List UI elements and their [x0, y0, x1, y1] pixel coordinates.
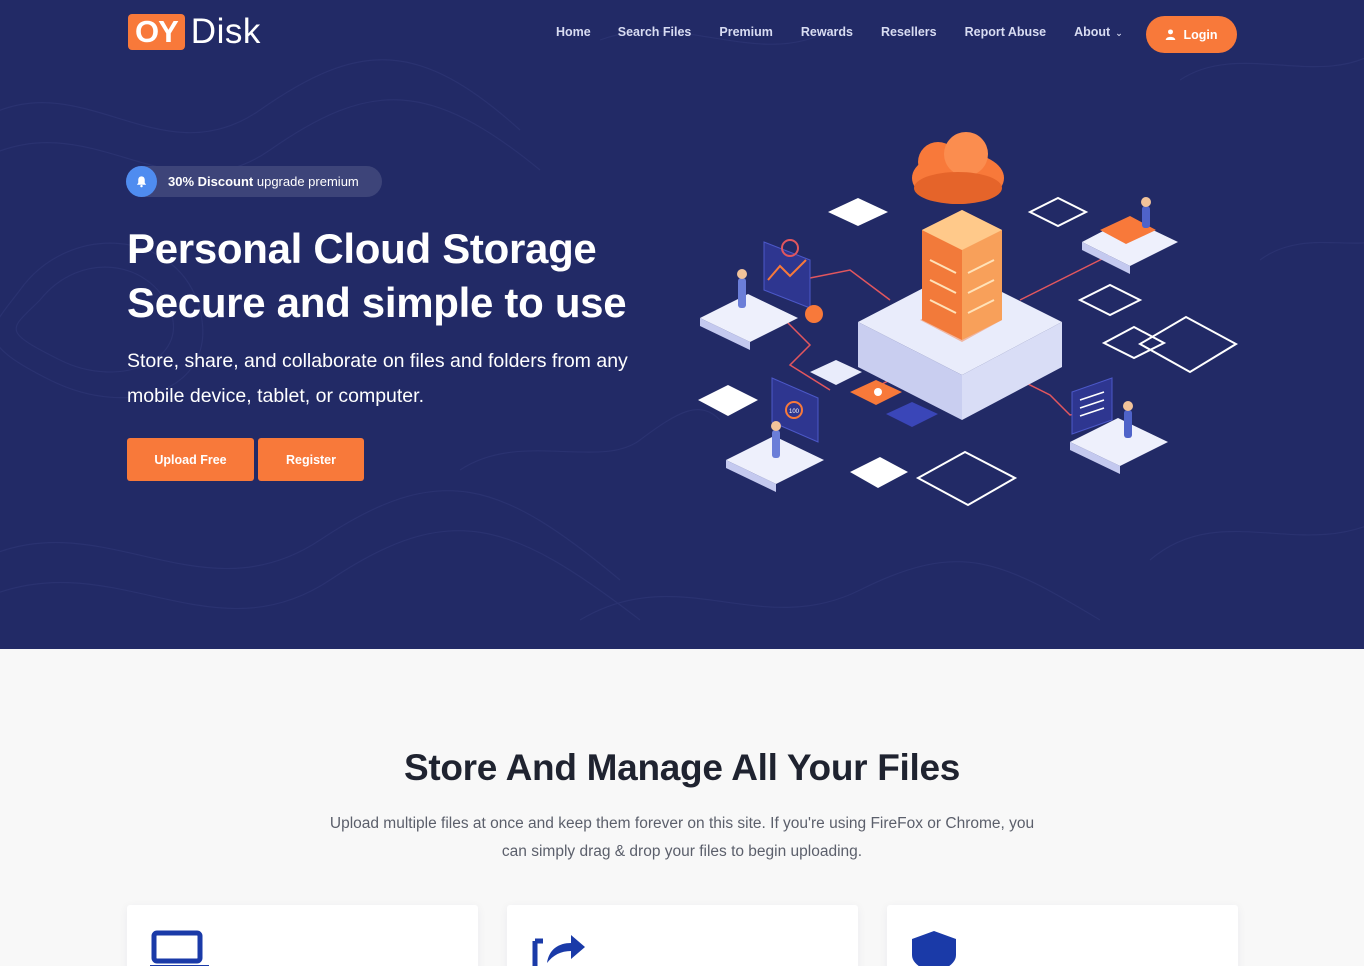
laptop-icon — [150, 930, 209, 966]
logo-text: Disk — [190, 12, 261, 51]
user-icon — [1166, 29, 1176, 40]
bell-icon — [126, 166, 157, 197]
section-description: Upload multiple files at once and keep t… — [329, 815, 1035, 860]
nav-search-files[interactable]: Search Files — [617, 25, 692, 39]
solid-tiles — [698, 198, 908, 488]
discount-bold: 30% Discount — [168, 174, 254, 189]
feature-card-laptop — [127, 905, 478, 966]
cloud-storage-illustration: 100 — [698, 132, 1239, 507]
hero-title-line1: Personal Cloud Storage — [127, 225, 597, 272]
gauge-platform: 100 — [726, 377, 824, 492]
discount-badge[interactable]: 30% Discount upgrade premium — [126, 166, 382, 197]
shield-icon — [912, 931, 956, 966]
share-icon — [532, 935, 585, 966]
upload-free-button[interactable]: Upload Free — [127, 438, 254, 481]
logo-badge: OY — [128, 14, 185, 50]
section-title: Store And Manage All Your Files — [403, 747, 961, 788]
topographic-pattern — [0, 0, 1364, 649]
feature-card-share — [507, 905, 858, 966]
nav-resellers[interactable]: Resellers — [881, 25, 937, 39]
analytics-platform — [700, 239, 823, 350]
nav-report-abuse[interactable]: Report Abuse — [964, 25, 1047, 39]
hero-section: OY Disk Home Search Files Premium Reward… — [0, 0, 1364, 649]
network-lines — [784, 254, 1111, 416]
login-button[interactable]: Login — [1146, 16, 1237, 53]
nav-rewards[interactable]: Rewards — [800, 25, 853, 39]
logo[interactable]: OY Disk — [128, 12, 261, 51]
report-platform — [1070, 377, 1168, 474]
outline-tiles — [915, 196, 1239, 507]
nav-home[interactable]: Home — [556, 25, 591, 39]
login-label: Login — [1183, 27, 1218, 42]
hero-title-line2: Secure and simple to use — [127, 279, 627, 326]
storage-chips — [810, 360, 938, 427]
nav-about-label: About — [1074, 25, 1111, 39]
feature-card-security — [887, 905, 1238, 966]
chevron-down-icon: ⌄ — [1115, 28, 1123, 38]
workspace-platform — [1082, 197, 1178, 274]
register-button[interactable]: Register — [258, 438, 364, 481]
discount-text: 30% Discount upgrade premium — [168, 174, 359, 189]
cloud-icon — [912, 132, 1004, 204]
server-tower — [922, 210, 1002, 340]
hero-title: Personal Cloud Storage Secure and simple… — [127, 222, 627, 330]
nav-premium[interactable]: Premium — [719, 25, 773, 39]
main-nav: Home Search Files Premium Rewards Resell… — [556, 25, 1123, 39]
nav-about[interactable]: About ⌄ — [1074, 25, 1123, 39]
discount-rest: upgrade premium — [253, 174, 359, 189]
gauge-left-value: 100 — [789, 409, 800, 415]
hero-subtitle: Store, share, and collaborate on files a… — [127, 350, 628, 407]
